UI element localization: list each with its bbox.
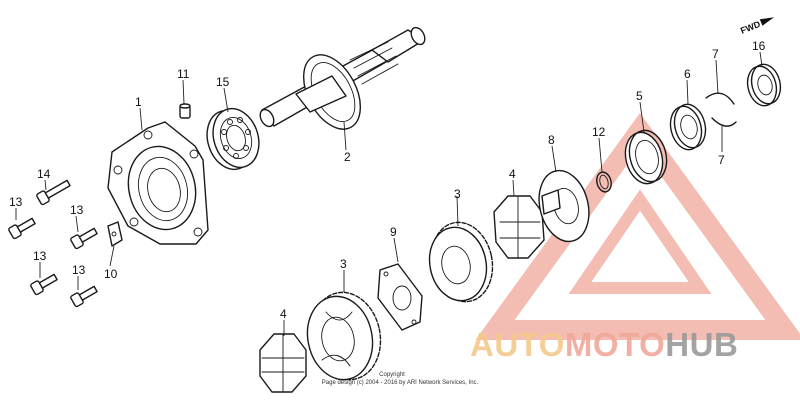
part-bearing-6 [669,103,707,151]
part-shaft [259,26,426,130]
callout-15: 15 [216,75,230,89]
callout-7-upper: 7 [712,47,719,61]
part-bearing-15 [206,107,260,171]
callout-3-lower: 3 [340,257,347,271]
callout-labels: 1 2 3 3 4 4 5 6 7 7 8 9 10 11 12 13 13 1… [9,39,766,321]
callout-12: 12 [592,125,606,139]
callout-7-lower: 7 [718,153,725,167]
callout-16: 16 [752,39,766,53]
callout-1: 1 [135,95,142,109]
callout-2: 2 [344,150,351,164]
watermark-moto: MOTO [565,326,665,363]
callout-5: 5 [636,89,643,103]
part-damper-lower [259,333,307,393]
callout-10: 10 [104,267,118,281]
part-bearing-16 [746,63,782,107]
watermark-hub: HUB [665,326,738,363]
copyright-line-2: Page design (c) 2004 - 2016 by ARI Netwo… [322,380,479,386]
copyright-line-1: Copyright [379,372,405,378]
copyright-notice: Copyright Page design (c) 2004 - 2016 by… [322,372,479,386]
callout-6: 6 [684,67,691,81]
callout-3-upper: 3 [454,187,461,201]
part-bolts [8,179,123,308]
svg-text:AUTOMOTOHUB: AUTOMOTOHUB [470,326,738,363]
watermark-text: AUTOMOTOHUB [470,326,738,363]
callout-13-a: 13 [9,195,23,209]
callout-13-d: 13 [72,263,86,277]
part-circlip [596,171,612,193]
callout-11: 11 [177,67,190,81]
part-damper-upper [493,195,545,259]
callout-14: 14 [37,167,51,181]
callout-13-c: 13 [33,249,47,263]
part-gear-upper [428,221,494,303]
part-gear-lower [306,291,382,381]
part-plate [377,263,423,331]
callout-4-lower: 4 [280,307,287,321]
part-dowel-pin [179,103,191,119]
watermark-auto: AUTO [470,326,565,363]
part-half-rings [705,92,737,127]
callout-8: 8 [548,133,555,147]
part-ring [624,129,668,185]
fwd-arrow-icon: FWD [739,17,775,36]
part-hub [538,169,590,243]
callout-9: 9 [390,225,397,239]
part-case-cover [107,121,209,245]
leader-lines [15,51,763,336]
callout-13-b: 13 [70,203,84,217]
callout-4-upper: 4 [509,167,516,181]
fwd-label: FWD [739,19,762,36]
